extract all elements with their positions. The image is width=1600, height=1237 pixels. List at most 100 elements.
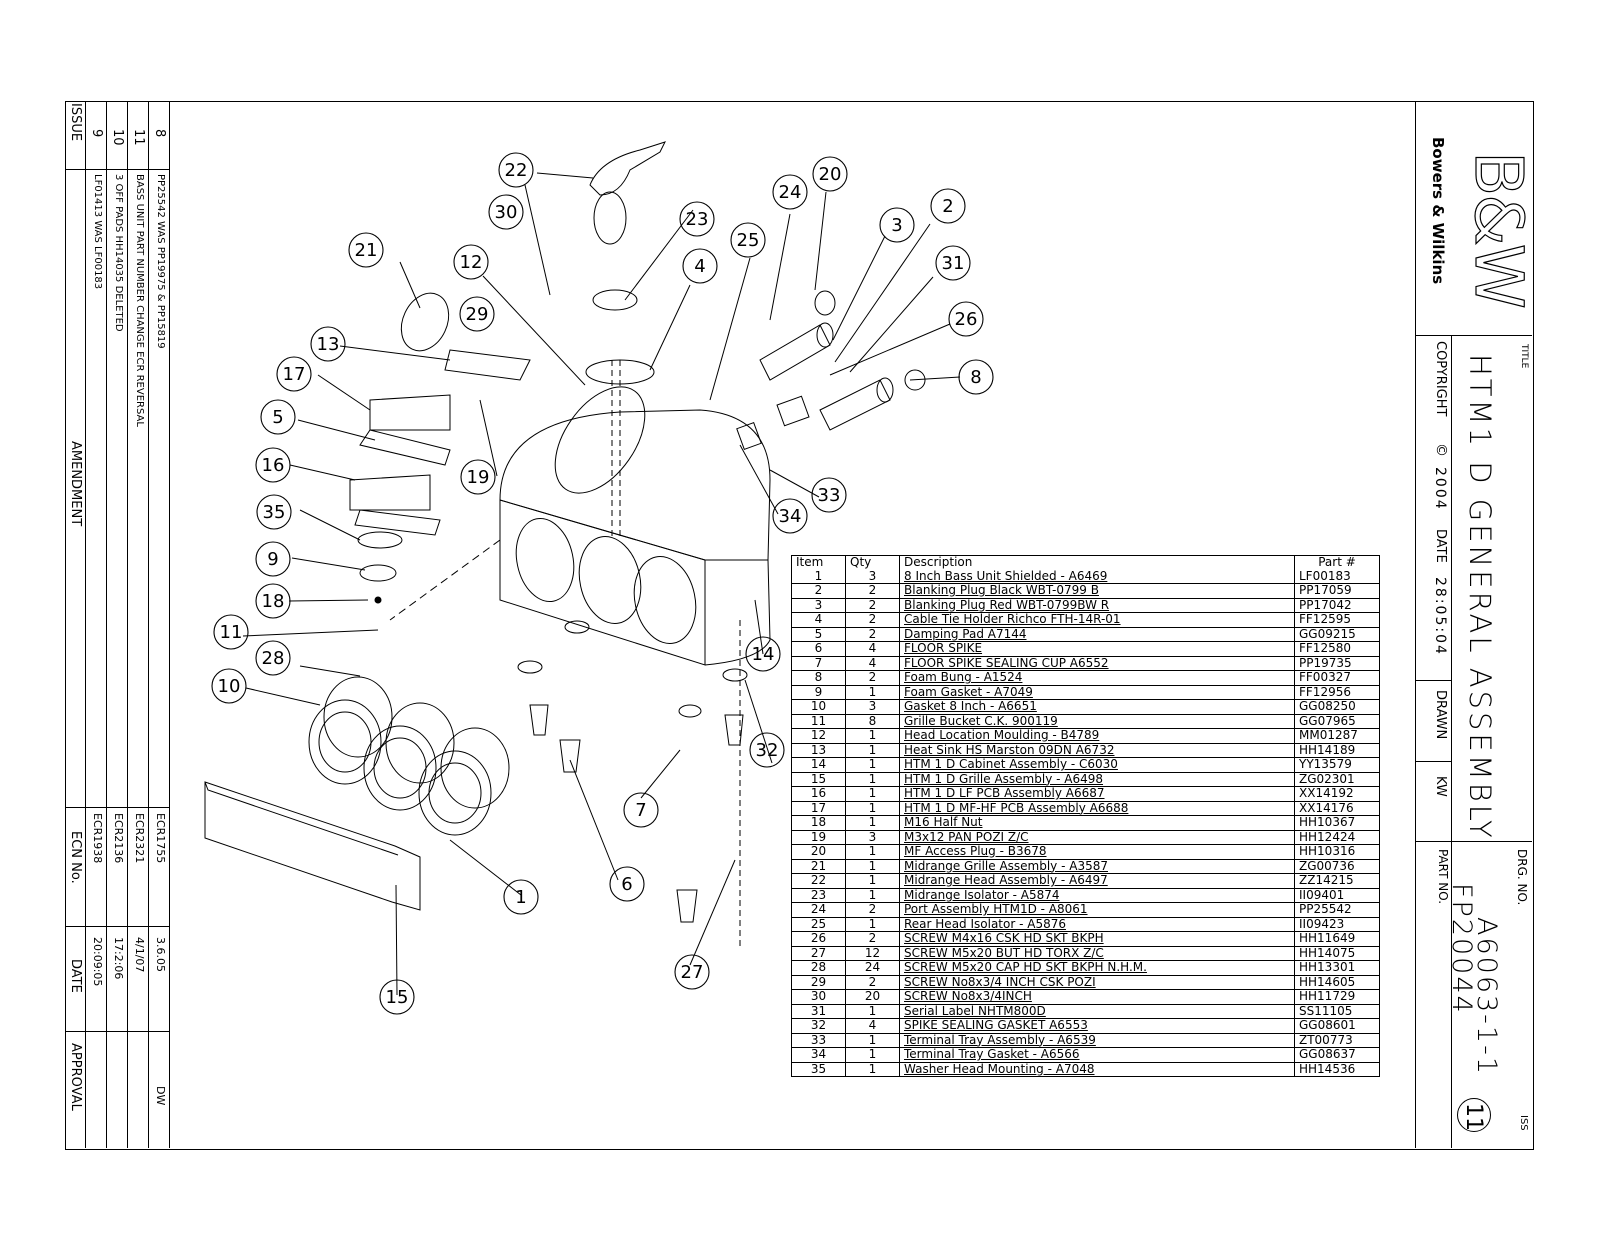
drawn-label: DRAWN xyxy=(1433,690,1448,740)
quantity: 20 xyxy=(845,989,900,1005)
description: SCREW No8x3/4 INCH CSK POZI xyxy=(899,975,1295,990)
quantity: 3 xyxy=(845,699,900,715)
amendment-row-issue: 8 xyxy=(152,129,167,138)
amendment-row-issue: 11 xyxy=(131,129,146,146)
part-number: HH13301 xyxy=(1294,960,1380,976)
amendment-row-text: 3 OFF PADS HH14035 DELETED xyxy=(113,174,124,332)
quantity: 1 xyxy=(845,1047,900,1063)
bass-units xyxy=(308,676,510,836)
item-number: 3 xyxy=(791,598,846,613)
amendment-row-ecn: ECR1938 xyxy=(91,813,104,864)
description: HTM 1 D Cabinet Assembly - C6030 xyxy=(899,757,1295,773)
amendment-header: AMENDMENT xyxy=(68,441,83,527)
description: Damping Pad A7144 xyxy=(899,627,1295,642)
description: 8 Inch Bass Unit Shielded - A6469 xyxy=(899,569,1295,584)
grille-assembly xyxy=(204,781,421,911)
part-number: XX14176 xyxy=(1294,801,1380,816)
description: Terminal Tray Assembly - A6539 xyxy=(899,1033,1295,1048)
callout-bubbles xyxy=(211,152,994,1015)
callout-number: 3 xyxy=(891,215,902,236)
part-number: HH11649 xyxy=(1294,931,1380,947)
callout-number: 33 xyxy=(818,485,841,506)
description: HTM 1 D Grille Assembly - A6498 xyxy=(899,772,1295,787)
header-qty: Qty xyxy=(845,555,900,570)
description: SCREW No8x3/4INCH xyxy=(899,989,1295,1005)
quantity: 4 xyxy=(845,1018,900,1034)
description: Terminal Tray Gasket - A6566 xyxy=(899,1047,1295,1063)
part-number: SS11105 xyxy=(1294,1004,1380,1019)
copyright-symbol: © xyxy=(1433,443,1449,457)
drawing-title: HTM1 D GENERAL ASSEMBLY xyxy=(1463,354,1497,841)
brand-name: Bowers & Wilkins xyxy=(1429,137,1447,285)
item-number: 27 xyxy=(791,946,846,961)
item-number: 6 xyxy=(791,641,846,657)
description: SCREW M4x16 CSK HD SKT BKPH xyxy=(899,931,1295,947)
date-label: DATE xyxy=(1433,529,1448,563)
callout-number: 8 xyxy=(970,367,981,388)
amendment-row-ecn: ECR2321 xyxy=(133,813,146,864)
item-number: 13 xyxy=(791,743,846,758)
item-number: 29 xyxy=(791,975,846,990)
part-number: GG09215 xyxy=(1294,627,1380,642)
copyright-label: COPYRIGHT xyxy=(1433,341,1448,417)
midrange-head xyxy=(589,141,666,196)
quantity: 1 xyxy=(845,873,900,889)
item-number: 17 xyxy=(791,801,846,816)
amendment-row-date: 20:09:05 xyxy=(91,937,104,987)
date-header: DATE xyxy=(68,959,83,993)
part-number: HH14075 xyxy=(1294,946,1380,961)
item-number: 8 xyxy=(791,670,846,686)
header-item: Item xyxy=(791,555,846,570)
description: Grille Bucket C.K. 900119 xyxy=(899,714,1295,729)
item-number: 33 xyxy=(791,1033,846,1048)
amendment-row-text: PP25542 WAS PP19975 & PP15819 xyxy=(155,174,166,349)
header-part-number: Part # xyxy=(1294,555,1380,570)
quantity: 1 xyxy=(845,772,900,787)
callout-number: 29 xyxy=(466,304,489,325)
description: FLOOR SPIKE SEALING CUP A6552 xyxy=(899,656,1295,671)
part-number: ZG00736 xyxy=(1294,859,1380,874)
part-number: FF00327 xyxy=(1294,670,1380,686)
item-number: 31 xyxy=(791,1004,846,1019)
amendment-row-date: 3.6.05 xyxy=(154,937,167,972)
quantity: 1 xyxy=(845,743,900,758)
callout-number: 15 xyxy=(386,987,409,1008)
item-number: 11 xyxy=(791,714,846,729)
description: Washer Head Mounting - A7048 xyxy=(899,1062,1295,1077)
callout-number: 7 xyxy=(635,800,646,821)
description: Head Location Moulding - B4789 xyxy=(899,728,1295,744)
callout-number: 22 xyxy=(505,160,528,181)
description: Heat Sink HS Marston 09DN A6732 xyxy=(899,743,1295,758)
item-number: 2 xyxy=(791,583,846,599)
item-number: 9 xyxy=(791,685,846,700)
quantity: 1 xyxy=(845,888,900,903)
iss-label: ISS xyxy=(1518,1115,1529,1131)
amendment-block: ISSUE AMENDMENT ECN No. DATE APPROVAL 9 … xyxy=(65,101,170,1148)
description: Foam Gasket - A7049 xyxy=(899,685,1295,700)
description: SPIKE SEALING GASKET A6553 xyxy=(899,1018,1295,1034)
item-number: 21 xyxy=(791,859,846,874)
item-number: 12 xyxy=(791,728,846,744)
quantity: 4 xyxy=(845,656,900,671)
quantity: 1 xyxy=(845,685,900,700)
drg-no-label: DRG. NO. xyxy=(1515,849,1529,906)
quantity: 2 xyxy=(845,598,900,613)
item-number: 28 xyxy=(791,960,846,976)
amendment-row-approval: DW xyxy=(154,1086,167,1106)
amendment-row-ecn: ECR2136 xyxy=(112,813,125,864)
callout-number: 35 xyxy=(263,502,286,523)
amendment-row-text: LF01413 WAS LF00183 xyxy=(92,174,103,290)
